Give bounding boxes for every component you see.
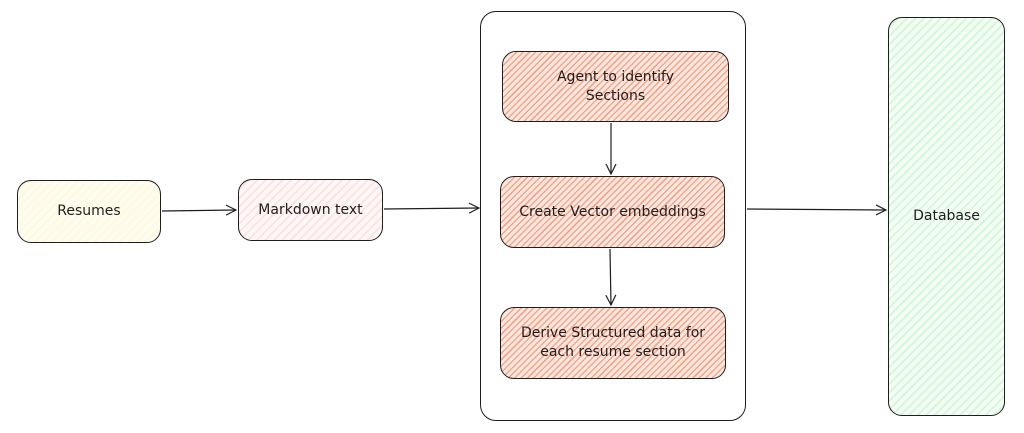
node-label: Agent to identify Sections [556,68,674,104]
node-label: Derive Structured data for each resume s… [520,325,706,360]
node-label: Markdown text [258,201,363,218]
node-database[interactable]: Database [888,17,1005,416]
arrow-resumes-to-markdown [161,210,236,211]
arrow-embeddings-to-derive [610,248,611,305]
node-label: Create Vector embeddings [519,203,706,220]
node-create-vector-embeddings[interactable]: Create Vector embeddings [500,176,725,248]
arrow-markdown-to-pipeline [383,208,479,209]
node-agent-identify-sections[interactable]: Agent to identify Sections [502,51,729,122]
node-resumes[interactable]: Resumes [17,180,161,243]
node-label: Resumes [57,203,121,219]
node-markdown-text[interactable]: Markdown text [238,179,383,241]
arrow-pipeline-to-database [746,209,886,210]
node-derive-structured-data[interactable]: Derive Structured data for each resume s… [500,307,726,379]
node-label: Database [913,208,980,224]
